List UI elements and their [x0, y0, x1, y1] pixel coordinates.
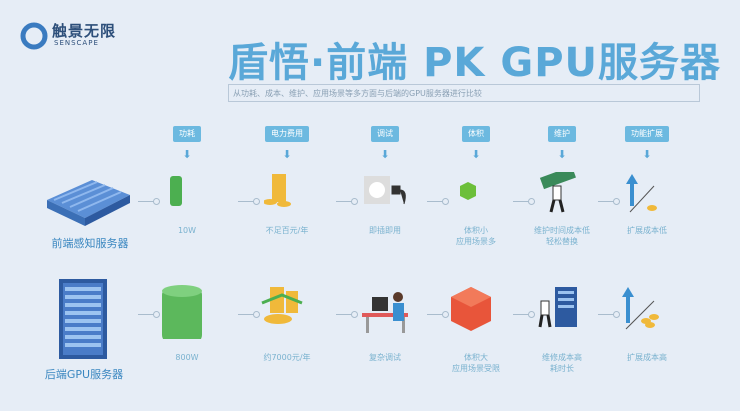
logo-icon: [20, 22, 48, 50]
back-label-4: 维修成本高耗时长: [542, 352, 582, 374]
back-battery-icon: [162, 285, 202, 339]
back-label-line: 体积大: [464, 353, 488, 362]
back-label-line: 耗时长: [550, 364, 574, 373]
header-1: 电力费用: [265, 126, 309, 142]
connector: [336, 310, 358, 318]
back-label-line: 800W: [175, 353, 199, 362]
front-server-icon: [47, 180, 130, 226]
front-label-4: 维护时间成本低轻松替换: [534, 225, 590, 247]
header-3: 体积: [462, 126, 490, 142]
connector: [138, 310, 160, 318]
header-0: 功耗: [173, 126, 201, 142]
front-label-line: 10W: [177, 226, 197, 235]
back-label-3: 体积大应用场景受限: [452, 352, 500, 374]
front-coins-icon: [264, 174, 291, 207]
back-maintenance-icon: [538, 287, 577, 328]
down-arrow-icon: ⬇: [182, 148, 192, 161]
back-cube-icon: [451, 287, 491, 331]
front-label-line: 扩展成本低: [627, 226, 667, 235]
logo-subtitle: SENSCAPE: [54, 39, 99, 47]
front-label-1: 不足百元/年: [266, 225, 309, 236]
back-coins-icon: [261, 287, 303, 324]
connector: [427, 197, 449, 205]
down-arrow-icon: ⬇: [642, 148, 652, 161]
connector: [238, 197, 260, 205]
connector: [238, 310, 260, 318]
connector: [513, 197, 535, 205]
logo-name: 触景无限: [52, 22, 117, 40]
front-server-label: 前端感知服务器: [51, 237, 129, 250]
front-battery-icon: [170, 176, 182, 206]
front-expansion-icon: [626, 174, 657, 213]
connector: [598, 310, 620, 318]
connector: [138, 197, 160, 205]
back-label-1: 约7000元/年: [263, 352, 310, 363]
gpu-server-label: 后端GPU服务器: [44, 368, 124, 381]
connector: [513, 310, 535, 318]
connector: [427, 310, 449, 318]
back-label-line: 约7000元/年: [263, 353, 311, 362]
front-label-line: 应用场景多: [456, 237, 496, 246]
back-label-0: 800W: [175, 352, 198, 363]
front-label-line: 维护时间成本低: [534, 226, 590, 235]
front-label-line: 轻松替换: [546, 237, 578, 246]
back-label-5: 扩展成本高: [627, 352, 667, 363]
front-label-2: 即插即用: [369, 225, 401, 236]
back-label-line: 扩展成本高: [627, 353, 667, 362]
down-arrow-icon: ⬇: [380, 148, 390, 161]
front-maintenance-icon: [539, 172, 576, 213]
front-label-line: 不足百元/年: [265, 226, 309, 235]
down-arrow-icon: ⬇: [282, 148, 292, 161]
header-4: 维护: [548, 126, 576, 142]
down-arrow-icon: ⬇: [557, 148, 567, 161]
back-plug-socket-icon: [362, 292, 408, 333]
front-label-3: 体积小应用场景多: [456, 225, 496, 247]
back-label-line: 复杂调试: [369, 353, 401, 362]
page-subtitle: 从功耗、成本、维护、应用场景等多方面与后端的GPU服务器进行比较: [228, 84, 700, 102]
back-label-line: 应用场景受限: [452, 364, 500, 373]
header-5: 功能扩展: [625, 126, 669, 142]
front-cube-icon: [460, 182, 476, 200]
connector: [598, 197, 620, 205]
front-label-5: 扩展成本低: [627, 225, 667, 236]
front-label-line: 即插即用: [369, 226, 401, 235]
connector: [336, 197, 358, 205]
back-label-2: 复杂调试: [369, 352, 401, 363]
down-arrow-icon: ⬇: [471, 148, 481, 161]
front-label-0: 10W: [178, 225, 196, 236]
header-2: 调试: [371, 126, 399, 142]
page-title: 盾悟·前端 PK GPU服务器: [228, 40, 721, 86]
back-expansion-icon: [622, 287, 659, 330]
front-label-line: 体积小: [464, 226, 488, 235]
front-plug-socket-icon: [364, 176, 406, 205]
gpu-server-icon: [59, 279, 107, 359]
back-label-line: 维修成本高: [542, 353, 582, 362]
